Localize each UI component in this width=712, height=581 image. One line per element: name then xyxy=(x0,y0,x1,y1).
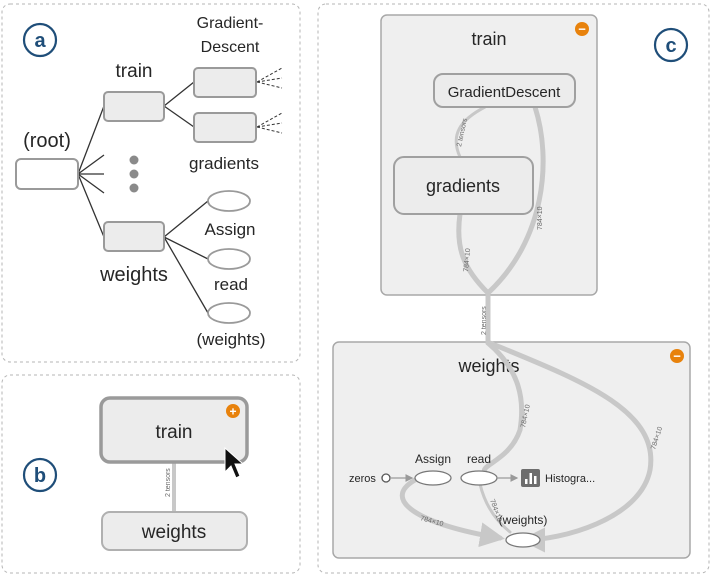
label-train: train xyxy=(116,61,153,82)
node-train-collapsed[interactable] xyxy=(99,396,249,464)
edge-root-weights xyxy=(77,173,105,238)
badge-letter-b: b xyxy=(34,465,46,487)
expand-glyph: + xyxy=(229,405,236,419)
node-read-c[interactable] xyxy=(460,470,498,486)
edge-train-gd xyxy=(163,81,195,107)
edge-gd-down xyxy=(485,104,546,296)
label-weights: weights xyxy=(99,264,168,286)
badge-letter-a: a xyxy=(34,30,46,52)
panel-a-edges xyxy=(77,81,209,314)
panel-c: c train − weights − 2 tensors 784 xyxy=(317,3,710,574)
edge-outer-right xyxy=(487,340,654,553)
edge-label-2-tensors-weights: 2 tensors xyxy=(481,306,488,335)
badge-letter-c: c xyxy=(665,35,676,57)
label-gradient-descent-c: GradientDescent xyxy=(448,84,561,101)
edge-label-784x10-gd: 784×10 xyxy=(537,206,544,230)
node-root xyxy=(15,158,79,190)
edge-weights-var xyxy=(163,236,209,314)
node-zeros[interactable] xyxy=(381,473,391,483)
node-weights xyxy=(103,221,165,252)
edge-train-gradients xyxy=(163,105,195,128)
label-weights-b: weights xyxy=(141,522,206,543)
badge-circle xyxy=(22,22,58,58)
node-read xyxy=(207,248,251,270)
group-train[interactable] xyxy=(380,14,598,296)
label-assign-c: Assign xyxy=(415,452,451,466)
panel-a-dashed-edges xyxy=(256,67,283,134)
node-weights-var xyxy=(207,302,251,324)
badge-circle xyxy=(22,457,58,493)
edge-gd-gradients xyxy=(454,105,487,159)
label-histogram: Histogra... xyxy=(545,473,595,485)
node-assign xyxy=(207,190,251,212)
edge-weights-read xyxy=(163,236,209,260)
node-weights-var-c[interactable] xyxy=(505,532,541,548)
ellipsis-dot-1 xyxy=(129,155,139,165)
label-train-b: train xyxy=(156,422,193,443)
label-root: (root) xyxy=(23,130,71,152)
minus-circle-icon[interactable]: − xyxy=(575,22,589,37)
label-read: read xyxy=(214,275,248,294)
minus-circle-icon[interactable]: − xyxy=(670,349,684,364)
edge-label-2-tensors: 2 tensors xyxy=(165,468,172,497)
label-gd-line1: Gradient- xyxy=(197,15,264,32)
panel-c-edges xyxy=(399,104,654,553)
node-assign-c[interactable] xyxy=(414,470,452,486)
label-gradients: gradients xyxy=(189,154,259,173)
ellipsis-dot-3 xyxy=(129,183,139,193)
node-gradient-descent-c[interactable] xyxy=(433,73,576,108)
edge-read-to-var xyxy=(478,482,512,534)
label-weights-var-c: (weights) xyxy=(499,513,548,527)
collapse-glyph-train: − xyxy=(578,22,586,37)
label-weights-var: (weights) xyxy=(197,330,266,349)
edge-assign-to-var xyxy=(399,477,505,548)
edge-root-more1 xyxy=(77,154,105,175)
panel-b: b 2 tensors train + weights xyxy=(1,374,301,574)
edge-root-train xyxy=(77,105,105,175)
node-gradient-descent xyxy=(193,67,257,98)
edge-label-784x10-read: 784×10 xyxy=(520,404,532,429)
panel-c-badge: c xyxy=(653,27,689,63)
label-read-c: read xyxy=(467,452,491,466)
edge-root-more3 xyxy=(77,173,105,194)
label-assign: Assign xyxy=(204,220,255,239)
badge-circle xyxy=(653,27,689,63)
panel-a-badge: a xyxy=(22,22,58,58)
edge-gradients-down xyxy=(456,211,491,296)
plus-circle-icon[interactable]: + xyxy=(226,404,240,419)
panel-b-badge: b xyxy=(22,457,58,493)
label-train-group: train xyxy=(471,29,506,49)
edge-label-784x10-gradients: 784×10 xyxy=(463,248,472,272)
node-weights-collapsed[interactable] xyxy=(101,511,248,551)
label-zeros: zeros xyxy=(349,473,376,485)
edge-into-read xyxy=(482,340,525,475)
edge-weights-assign xyxy=(163,200,209,238)
collapse-glyph-weights: − xyxy=(673,349,681,364)
ellipsis-dot-2 xyxy=(129,169,139,179)
node-gradients xyxy=(193,112,257,143)
panel-a: a (root) train Gradien xyxy=(1,3,301,363)
node-gradients-c[interactable] xyxy=(393,156,534,215)
label-gradients-c: gradients xyxy=(426,176,500,196)
label-gd-line2: Descent xyxy=(201,39,260,56)
node-train xyxy=(103,91,165,122)
mouse-pointer-icon xyxy=(224,446,245,479)
bar-chart-icon[interactable] xyxy=(521,469,540,487)
